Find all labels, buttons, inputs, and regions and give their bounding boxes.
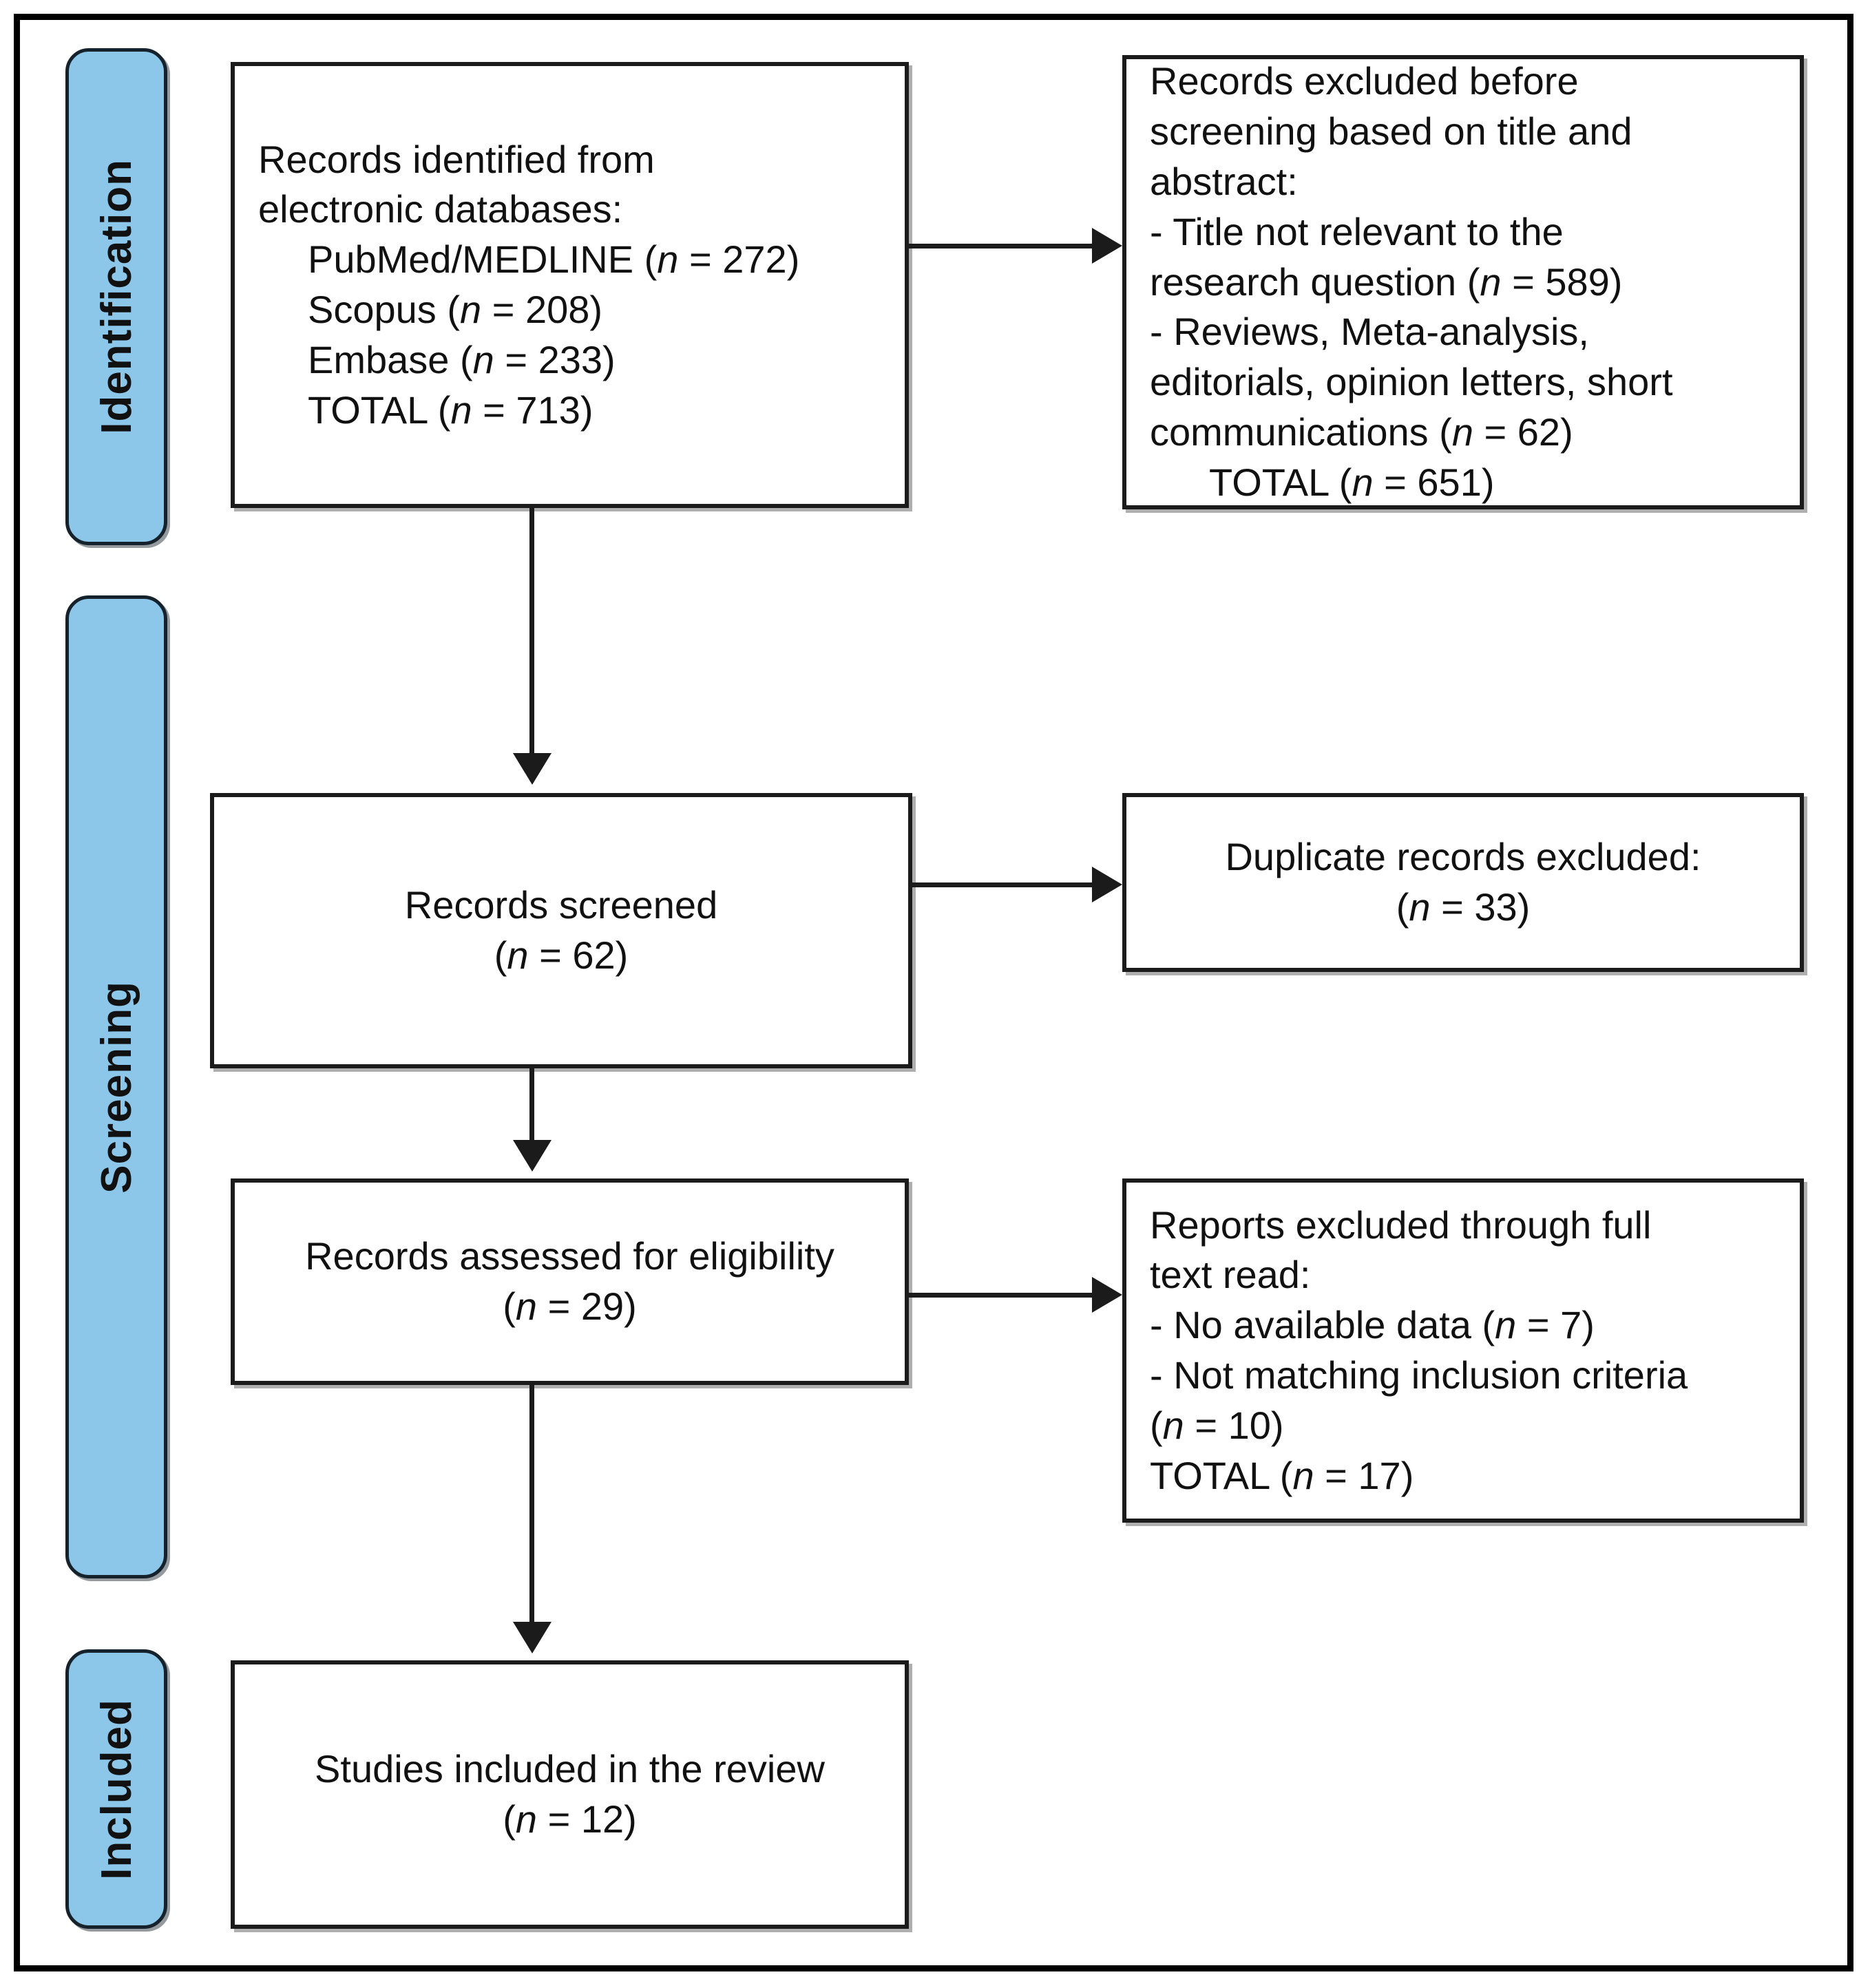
text-line: Embase (n = 233) xyxy=(308,337,616,381)
text-line: (n = 12) xyxy=(503,1797,637,1841)
text-line: (n = 10) xyxy=(1150,1403,1284,1447)
stage-tab-included: Included xyxy=(65,1649,167,1929)
box-reports-excluded-full-text: Reports excluded through full text read:… xyxy=(1122,1178,1804,1523)
arrowhead-screened-to-eligibility xyxy=(513,1140,551,1172)
connector-screened-to-duplicates xyxy=(912,882,1093,887)
box-records-assessed-for-eligibility-text: Records assessed for eligibility (n = 29… xyxy=(305,1231,834,1332)
box-studies-included-text: Studies included in the review (n = 12) xyxy=(315,1744,825,1845)
text-line: Studies included in the review xyxy=(315,1747,825,1791)
text-line: - Reviews, Meta-analysis, xyxy=(1150,310,1589,354)
text-line: TOTAL (n = 651) xyxy=(1209,460,1495,504)
box-records-screened-text: Records screened (n = 62) xyxy=(405,880,717,981)
text-line: - Title not relevant to the xyxy=(1150,209,1564,253)
connector-eligibility-to-included xyxy=(529,1385,534,1625)
text-line: Duplicate records excluded: xyxy=(1225,835,1701,879)
text-line: text read: xyxy=(1150,1253,1311,1297)
text-line: TOTAL (n = 713) xyxy=(308,388,593,432)
connector-eligibility-to-excluded-fulltext xyxy=(909,1293,1093,1298)
box-records-excluded-before-screening-text: Records excluded before screening based … xyxy=(1150,56,1673,507)
stage-label-screening: Screening xyxy=(92,980,140,1194)
text-line: Records identified from xyxy=(258,137,655,181)
box-records-identified-text: Records identified from electronic datab… xyxy=(258,135,799,436)
connector-identified-to-screened xyxy=(529,508,534,756)
text-line: (n = 33) xyxy=(1396,885,1531,929)
arrowhead-eligibility-to-included xyxy=(513,1622,551,1653)
stage-label-identification: Identification xyxy=(92,159,140,434)
box-records-identified: Records identified from electronic datab… xyxy=(231,62,909,508)
stage-tab-identification: Identification xyxy=(65,48,167,545)
text-line: electronic databases: xyxy=(258,187,623,231)
text-line: Records screened xyxy=(404,883,718,927)
box-records-screened: Records screened (n = 62) xyxy=(210,793,912,1068)
text-line: (n = 62) xyxy=(494,933,629,977)
connector-screened-to-eligibility xyxy=(529,1068,534,1143)
box-duplicate-records-excluded-text: Duplicate records excluded: (n = 33) xyxy=(1225,832,1701,933)
text-line: TOTAL (n = 17) xyxy=(1150,1453,1414,1497)
box-duplicate-records-excluded: Duplicate records excluded: (n = 33) xyxy=(1122,793,1804,972)
text-line: abstract: xyxy=(1150,160,1298,204)
text-line: PubMed/MEDLINE (n = 272) xyxy=(308,237,800,282)
text-line: Records assessed for eligibility xyxy=(305,1234,834,1278)
box-reports-excluded-full-text-text: Reports excluded through full text read:… xyxy=(1150,1201,1688,1501)
text-line: (n = 29) xyxy=(503,1284,637,1328)
text-line: Scopus (n = 208) xyxy=(308,288,603,331)
arrowhead-eligibility-to-excluded-fulltext xyxy=(1092,1277,1122,1313)
text-line: screening based on title and xyxy=(1150,109,1632,154)
text-line: Reports excluded through full xyxy=(1150,1203,1652,1247)
box-studies-included: Studies included in the review (n = 12) xyxy=(231,1660,909,1929)
box-records-assessed-for-eligibility: Records assessed for eligibility (n = 29… xyxy=(231,1178,909,1385)
text-line: - No available data (n = 7) xyxy=(1150,1303,1595,1347)
text-line: editorials, opinion letters, short xyxy=(1150,360,1673,404)
stage-tab-screening: Screening xyxy=(65,595,167,1578)
connector-identified-to-excluded xyxy=(909,244,1093,248)
text-line: Records excluded before xyxy=(1150,59,1579,103)
arrowhead-screened-to-duplicates xyxy=(1092,867,1122,902)
arrowhead-identified-to-excluded xyxy=(1092,228,1122,264)
text-line: research question (n = 589) xyxy=(1150,260,1623,304)
text-line: - Not matching inclusion criteria xyxy=(1150,1353,1688,1397)
arrowhead-identified-to-screened xyxy=(513,753,551,785)
text-line: communications (n = 62) xyxy=(1150,410,1573,454)
stage-label-included: Included xyxy=(92,1698,140,1880)
box-records-excluded-before-screening: Records excluded before screening based … xyxy=(1122,55,1804,509)
